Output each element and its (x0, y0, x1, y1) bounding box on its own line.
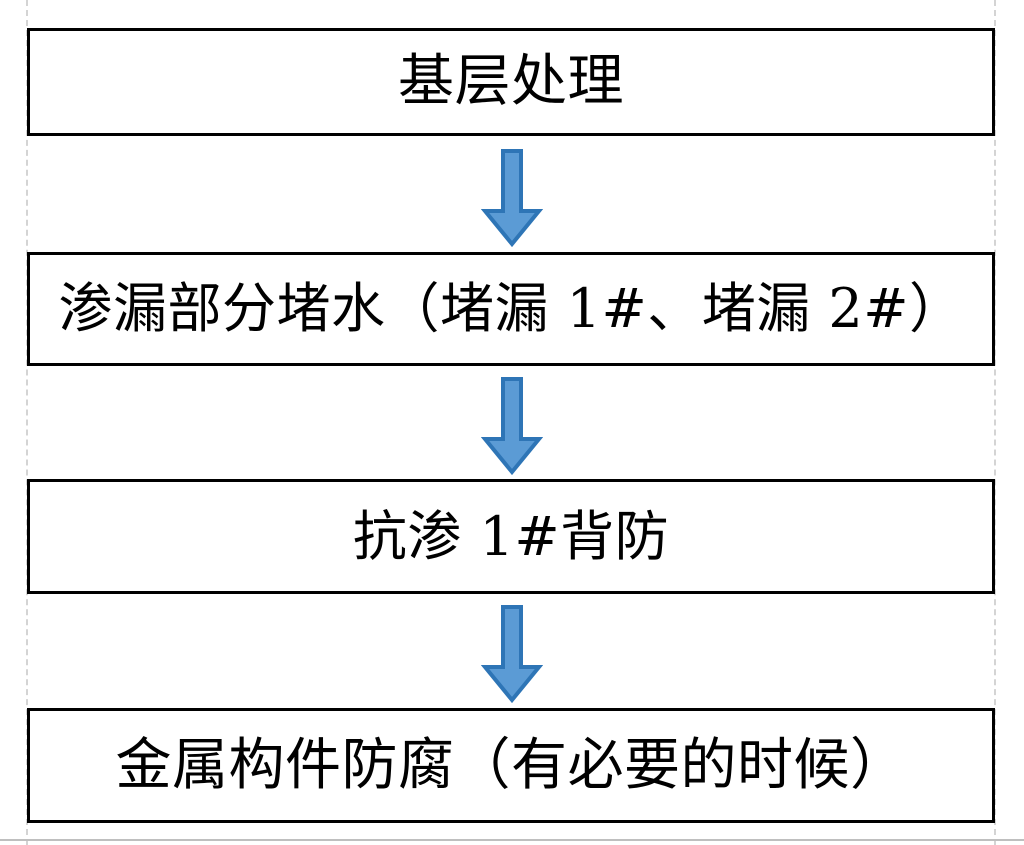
process-box-label-step-2: 渗漏部分堵水（堵漏 1#、堵漏 2#） (58, 277, 964, 340)
process-box-label-step-1: 基层处理 (398, 49, 624, 114)
process-box-step-1[interactable]: 基层处理 (27, 28, 995, 136)
layout-guide-left (26, 0, 28, 845)
layout-guide-right (994, 0, 996, 845)
process-box-label-step-3: 抗渗 1#背防 (352, 504, 670, 568)
arrow-down-icon (481, 148, 543, 248)
process-box-label-step-4: 金属构件防腐（有必要的时候） (115, 732, 907, 798)
arrow-down-icon (481, 376, 543, 476)
process-box-step-2[interactable]: 渗漏部分堵水（堵漏 1#、堵漏 2#） (27, 252, 995, 366)
process-box-step-3[interactable]: 抗渗 1#背防 (27, 479, 995, 594)
arrow-down-icon (481, 604, 543, 704)
page-bottom-rule (0, 839, 1024, 841)
process-box-step-4[interactable]: 金属构件防腐（有必要的时候） (27, 708, 995, 823)
